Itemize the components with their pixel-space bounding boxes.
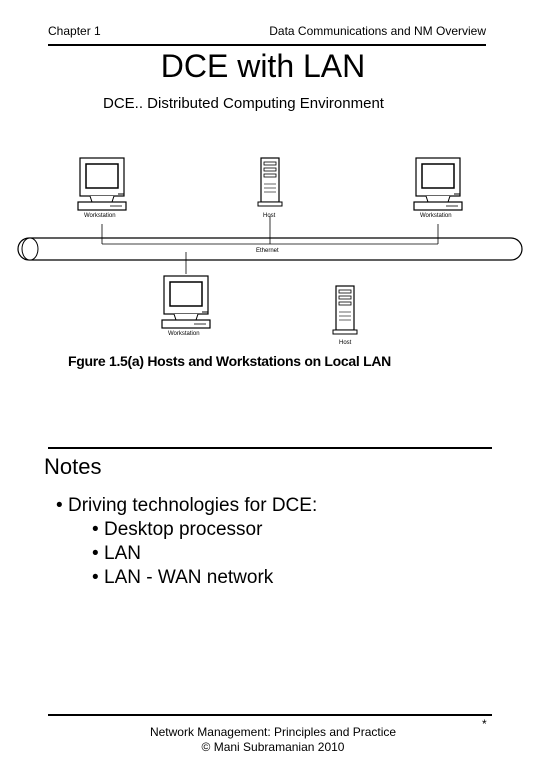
host-top-label: Host bbox=[263, 213, 276, 219]
list-item: LAN bbox=[92, 542, 317, 566]
notes-item-text: Desktop processor bbox=[104, 519, 263, 540]
workstation-left-icon bbox=[77, 157, 127, 211]
footer-line2: © Mani Subramanian 2010 bbox=[201, 740, 345, 754]
notes-heading: Notes bbox=[44, 454, 102, 479]
host-top-icon bbox=[257, 157, 283, 207]
slide-subtitle: DCE.. Distributed Computing Environment bbox=[103, 95, 384, 112]
workstation-bottom-label: Workstation bbox=[168, 331, 200, 337]
lan-diagram: Ethernet Workstation Host Workstation Wo… bbox=[17, 157, 523, 346]
notes-rule bbox=[48, 447, 492, 449]
notes-item-text: LAN bbox=[104, 543, 141, 564]
footer-line1: Network Management: Principles and Pract… bbox=[149, 725, 397, 739]
host-bottom-label: Host bbox=[339, 340, 352, 346]
workstation-left-label: Workstation bbox=[84, 213, 116, 219]
section-label: Data Communications and NM Overview bbox=[269, 24, 486, 38]
header-rule bbox=[48, 44, 486, 46]
notes-item-text: LAN - WAN network bbox=[104, 567, 274, 588]
figure-caption: Fgure 1.5(a) Hosts and Workstations on L… bbox=[68, 353, 391, 369]
slide-title: DCE with LAN bbox=[160, 48, 366, 84]
list-item: LAN - WAN network bbox=[92, 566, 317, 590]
notes-sublist: Desktop processor LAN LAN - WAN network bbox=[68, 518, 317, 590]
notes-list: Driving technologies for DCE: Desktop pr… bbox=[56, 494, 317, 590]
ethernet-label: Ethernet bbox=[256, 248, 279, 254]
notes-bullet-text: Driving technologies for DCE: bbox=[68, 495, 318, 516]
list-item: Driving technologies for DCE: Desktop pr… bbox=[56, 494, 317, 590]
workstation-right-icon bbox=[413, 157, 463, 211]
chapter-label: Chapter 1 bbox=[48, 24, 101, 38]
footer-rule bbox=[48, 714, 492, 716]
list-item: Desktop processor bbox=[92, 518, 317, 542]
footer-text: Network Management: Principles and Pract… bbox=[100, 725, 446, 755]
workstation-bottom-icon bbox=[161, 275, 211, 329]
page-marker: * bbox=[482, 717, 487, 731]
workstation-right-label: Workstation bbox=[420, 213, 452, 219]
host-bottom-icon bbox=[332, 285, 358, 335]
ethernet-bus bbox=[17, 237, 523, 261]
